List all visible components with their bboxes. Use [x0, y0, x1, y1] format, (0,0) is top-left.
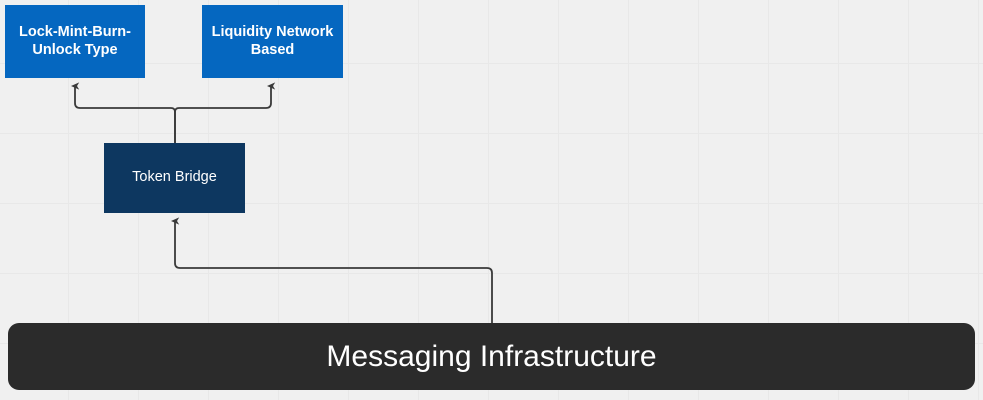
node-liquidity-network-based[interactable]: Liquidity Network Based — [202, 5, 343, 78]
edge-token-bridge-to-liquidity-network — [174, 82, 276, 143]
node-label: Liquidity Network Based — [211, 24, 334, 58]
node-label: Token Bridge — [132, 169, 217, 186]
node-label: Messaging Infrastructure — [326, 339, 657, 373]
node-token-bridge[interactable]: Token Bridge — [104, 143, 245, 213]
node-lock-mint-burn-unlock-type[interactable]: Lock-Mint-Burn- Unlock Type — [5, 5, 145, 78]
node-messaging-infrastructure[interactable]: Messaging Infrastructure — [8, 323, 975, 390]
edge-messaging-infrastructure-to-token-bridge — [171, 217, 493, 323]
edge-token-bridge-to-lock-mint — [71, 82, 176, 143]
node-label: Lock-Mint-Burn- Unlock Type — [19, 24, 131, 58]
